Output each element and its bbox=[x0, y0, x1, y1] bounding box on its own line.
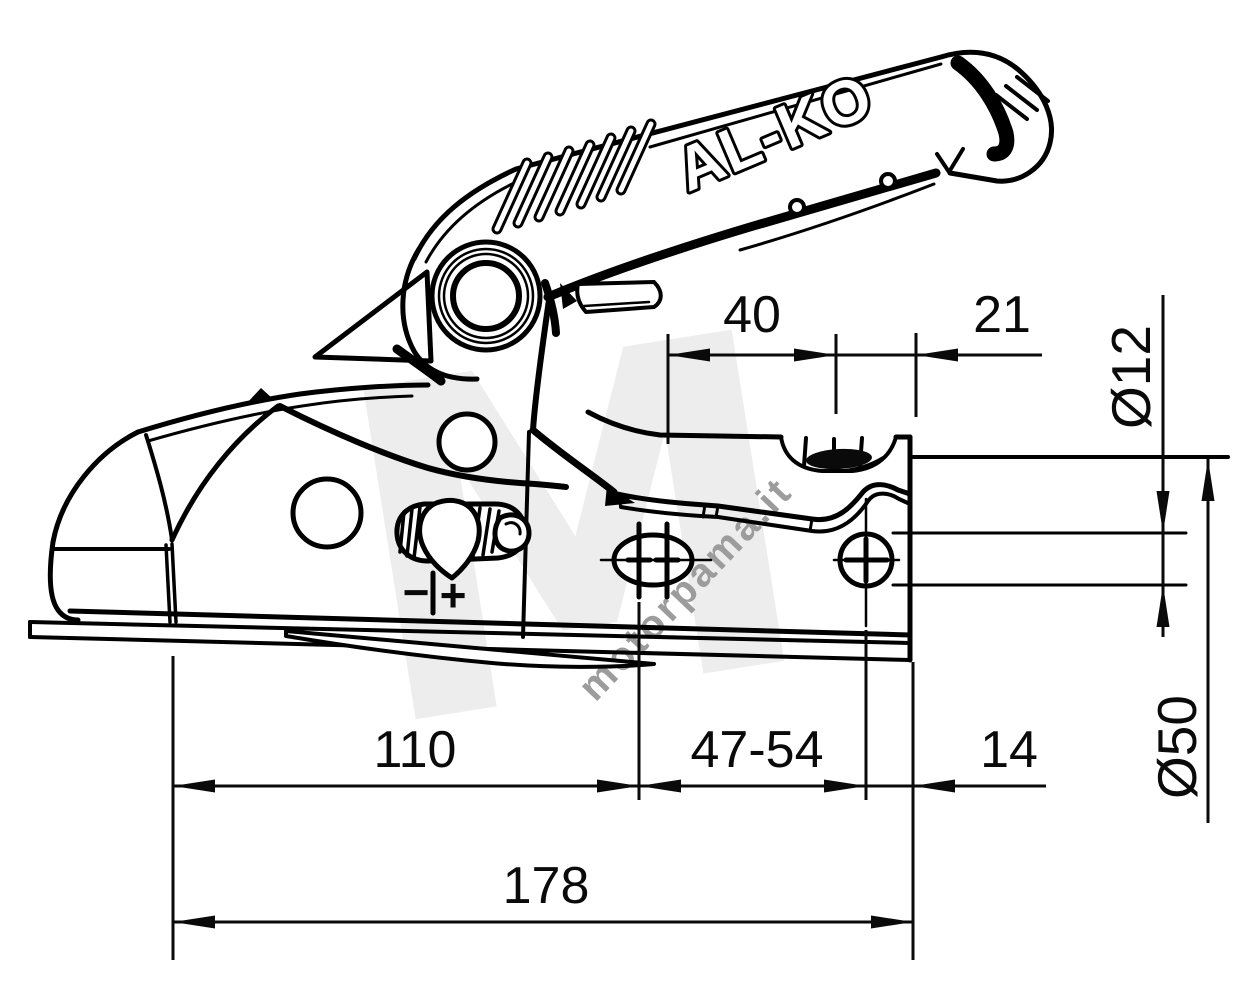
grip-ribs bbox=[491, 118, 657, 235]
dimension-lines bbox=[171, 295, 1210, 960]
body-details bbox=[290, 411, 1230, 628]
coupling-body bbox=[28, 297, 913, 669]
knob-pointer bbox=[417, 498, 482, 581]
upper-hole bbox=[436, 411, 498, 473]
pivot-boss bbox=[429, 239, 543, 353]
dimension-arrows bbox=[173, 348, 1215, 929]
dim-dia12-label: Ø12 bbox=[1100, 325, 1162, 429]
dim-14-label: 14 bbox=[980, 721, 1038, 779]
clamp-jaw bbox=[284, 629, 656, 669]
side-hole bbox=[290, 476, 364, 550]
dimension-labels: 40 21 110 47-54 14 178 Ø12 Ø50 bbox=[374, 286, 1208, 915]
dim-47-54-label: 47-54 bbox=[691, 721, 824, 779]
dim-dia50-label: Ø50 bbox=[1146, 695, 1208, 799]
rubber-buffer-hole bbox=[806, 448, 872, 470]
lock-indicator bbox=[575, 280, 663, 314]
brand-logo-text: AL-KO bbox=[667, 61, 884, 205]
dim-110-label: 110 bbox=[374, 721, 457, 779]
handle-rivet bbox=[788, 198, 806, 216]
handle-assembly bbox=[312, 49, 1054, 386]
handle-rivet bbox=[879, 172, 897, 190]
adjust-plus-label: + bbox=[440, 569, 467, 621]
dim-178-label: 178 bbox=[503, 857, 590, 915]
safety-clip bbox=[492, 512, 532, 554]
adjust-minus-label: − bbox=[403, 566, 430, 618]
dim-40-label: 40 bbox=[723, 286, 781, 344]
handle-end-hook bbox=[950, 55, 1015, 162]
dim-21-label: 21 bbox=[973, 286, 1031, 344]
